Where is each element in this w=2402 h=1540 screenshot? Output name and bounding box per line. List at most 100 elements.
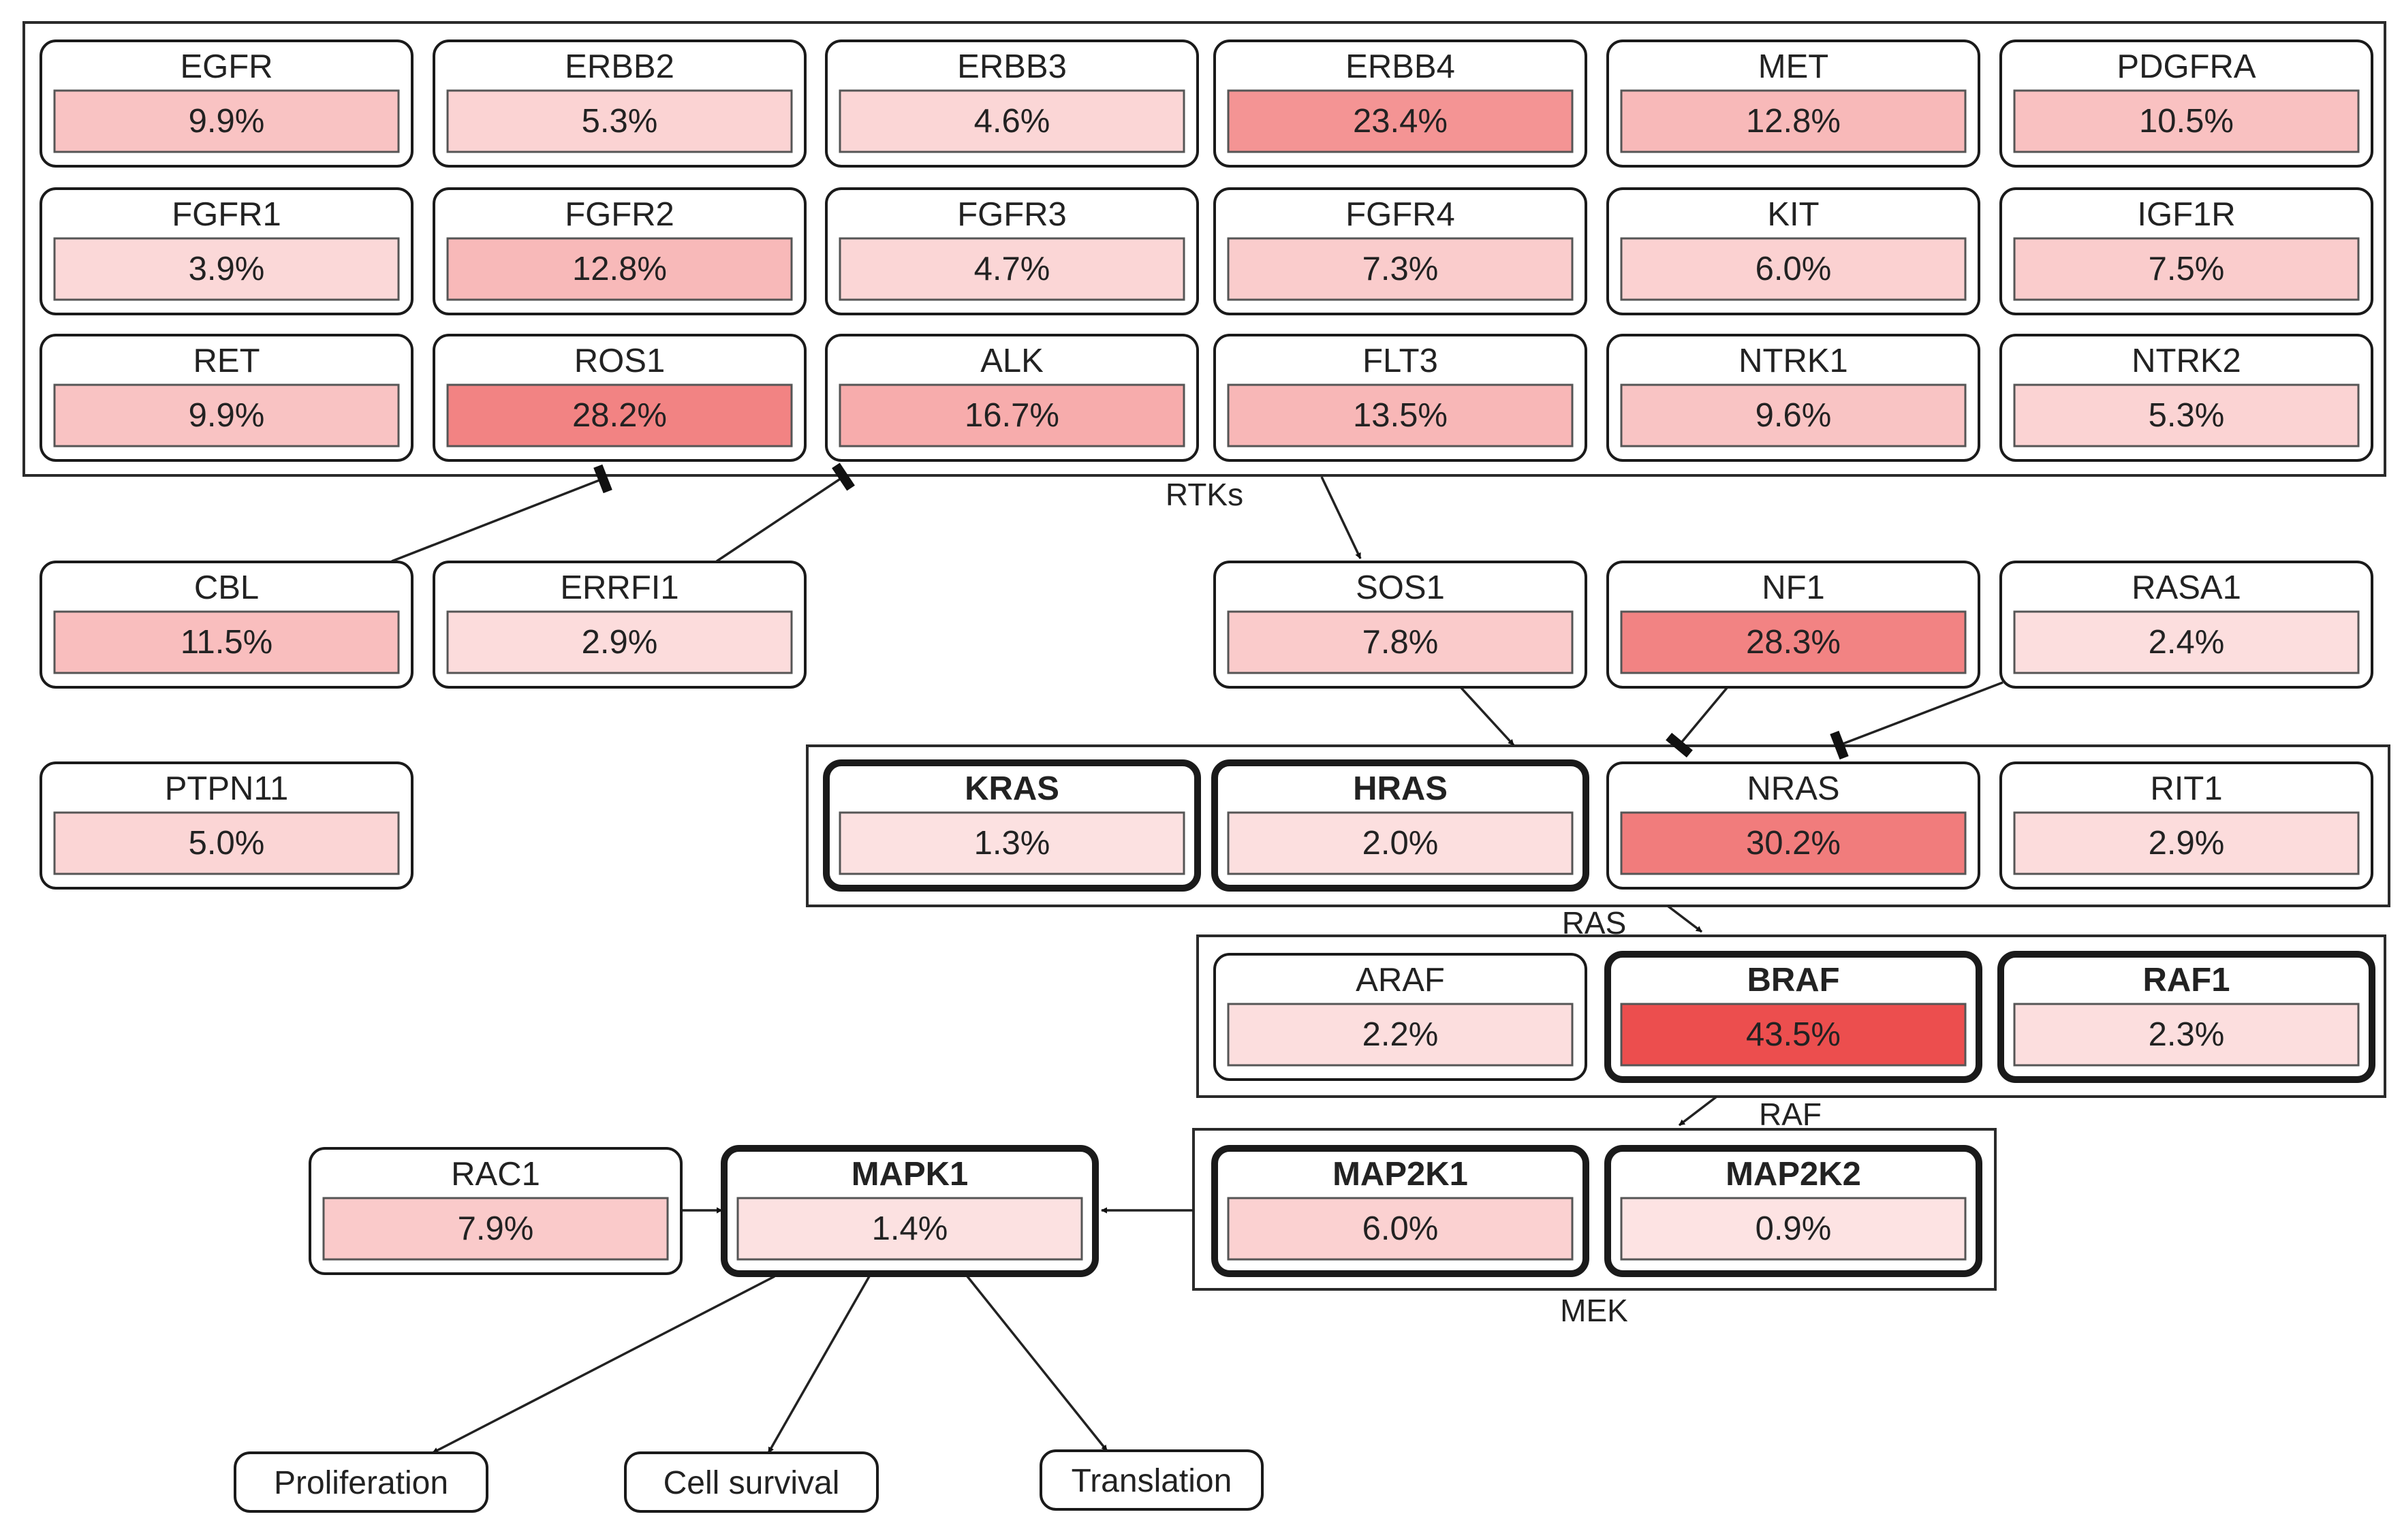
gene-card-rac1: RAC1 7.9% [309, 1147, 683, 1275]
alteration-frequency-bar [1620, 610, 1967, 674]
gene-name: MAPK1 [852, 1156, 969, 1193]
alteration-frequency-value: 2.3% [2149, 1016, 2225, 1053]
alteration-frequency-bar [839, 383, 1185, 447]
alteration-frequency-bar [446, 383, 793, 447]
gene-name: FLT3 [1362, 343, 1438, 379]
outcome-frame [1040, 1449, 1264, 1511]
gene-name: RAC1 [451, 1156, 540, 1193]
alteration-frequency-value: 7.3% [1362, 251, 1439, 287]
gene-name: FGFR2 [565, 196, 674, 233]
alteration-frequency-bar [1227, 1003, 1574, 1067]
gene-name: RAF1 [2143, 962, 2230, 999]
alteration-frequency-value: 12.8% [572, 251, 667, 287]
alteration-frequency-value: 30.2% [1746, 825, 1841, 862]
arrow-line [1320, 476, 1362, 559]
alteration-frequency-value: 2.0% [1362, 825, 1439, 862]
arrow-line [1460, 687, 1515, 747]
gene-name: NTRK1 [1738, 343, 1848, 379]
alteration-frequency-value: 16.7% [965, 397, 1059, 434]
alteration-frequency-value: 2.9% [2149, 825, 2225, 862]
alteration-frequency-bar [1227, 811, 1574, 875]
inhibition-edge-cbl-rtks [391, 464, 612, 563]
alteration-frequency-bar [2013, 1003, 2360, 1067]
alteration-frequency-value: 11.5% [181, 624, 272, 661]
gene-card-raf1: RAF1 2.3% [1997, 951, 2375, 1083]
gene-name: RET [193, 343, 260, 379]
alteration-frequency-value: 9.9% [189, 397, 265, 434]
alteration-frequency-value: 12.8% [1746, 103, 1841, 140]
alteration-frequency-value: 3.9% [189, 251, 265, 287]
alteration-frequency-value: 1.4% [872, 1210, 948, 1247]
outcome-frame [234, 1451, 488, 1513]
gene-name: MAP2K1 [1332, 1156, 1468, 1193]
arrow-line [1666, 905, 1703, 933]
alteration-frequency-bar [53, 610, 400, 674]
alteration-frequency-bar [53, 89, 400, 153]
alteration-frequency-value: 13.5% [1353, 397, 1448, 434]
gene-name: ROS1 [574, 343, 665, 379]
gene-name: ALK [980, 343, 1044, 379]
alteration-frequency-value: 2.9% [582, 624, 658, 661]
gene-name: HRAS [1353, 770, 1448, 807]
gene-name: NF1 [1762, 569, 1825, 606]
inhibit-bar [832, 462, 855, 491]
alteration-frequency-bar [2013, 237, 2360, 301]
outcome-proliferation: Proliferation [234, 1451, 488, 1513]
gene-name: IGF1R [2137, 196, 2235, 233]
activation-edge-sos1-ras [1460, 687, 1515, 747]
alteration-frequency-bar [1227, 237, 1574, 301]
gene-card-flt3: FLT3 13.5% [1213, 334, 1587, 462]
alteration-frequency-bar [2013, 610, 2360, 674]
gene-name: SOS1 [1356, 569, 1445, 606]
alteration-frequency-value: 7.9% [458, 1210, 534, 1247]
gene-card-hras: HRAS 2.0% [1211, 759, 1589, 892]
gene-name: PTPN11 [165, 770, 289, 807]
activation-edge-rtks-sos1 [1320, 476, 1362, 559]
alteration-frequency-bar [446, 610, 793, 674]
activation-edge-mapk1-cell_survival [767, 1276, 871, 1453]
gene-name: EGFR [180, 48, 272, 85]
outcome-label: Proliferation [274, 1465, 448, 1501]
arrow-line [432, 1275, 775, 1454]
inhibition-edge-nf1-ras [1666, 687, 1728, 758]
group-label-rtks: RTKs [1166, 477, 1243, 512]
alteration-frequency-bar [839, 89, 1185, 153]
alteration-frequency-bar [1227, 383, 1574, 447]
alteration-frequency-bar [1227, 610, 1574, 674]
alteration-frequency-value: 10.5% [2139, 103, 2234, 140]
gene-card-fgfr2: FGFR2 12.8% [433, 187, 807, 315]
group-rtks: RTKs [22, 21, 2386, 512]
arrow-line [966, 1275, 1108, 1452]
group-frame-raf [1196, 934, 2386, 1098]
group-raf: RAF [1196, 934, 2386, 1132]
inhibit-line [1678, 687, 1728, 747]
gene-name: ERBB2 [565, 48, 674, 85]
alteration-frequency-bar [2013, 383, 2360, 447]
gene-name: NTRK2 [2132, 343, 2241, 379]
alteration-frequency-bar [1620, 1197, 1967, 1261]
alteration-frequency-value: 43.5% [1746, 1016, 1841, 1053]
arrow-line [767, 1276, 871, 1453]
gene-name: ARAF [1356, 962, 1445, 999]
inhibit-bar [593, 464, 612, 494]
gene-name: CBL [194, 569, 259, 606]
arrow-line [1678, 1095, 1718, 1127]
alteration-frequency-bar [322, 1197, 669, 1261]
activation-edge-mapk1-proliferation [432, 1275, 775, 1454]
alteration-frequency-bar [736, 1197, 1083, 1261]
gene-card-ret: RET 9.9% [40, 334, 414, 462]
alteration-frequency-bar [53, 237, 400, 301]
